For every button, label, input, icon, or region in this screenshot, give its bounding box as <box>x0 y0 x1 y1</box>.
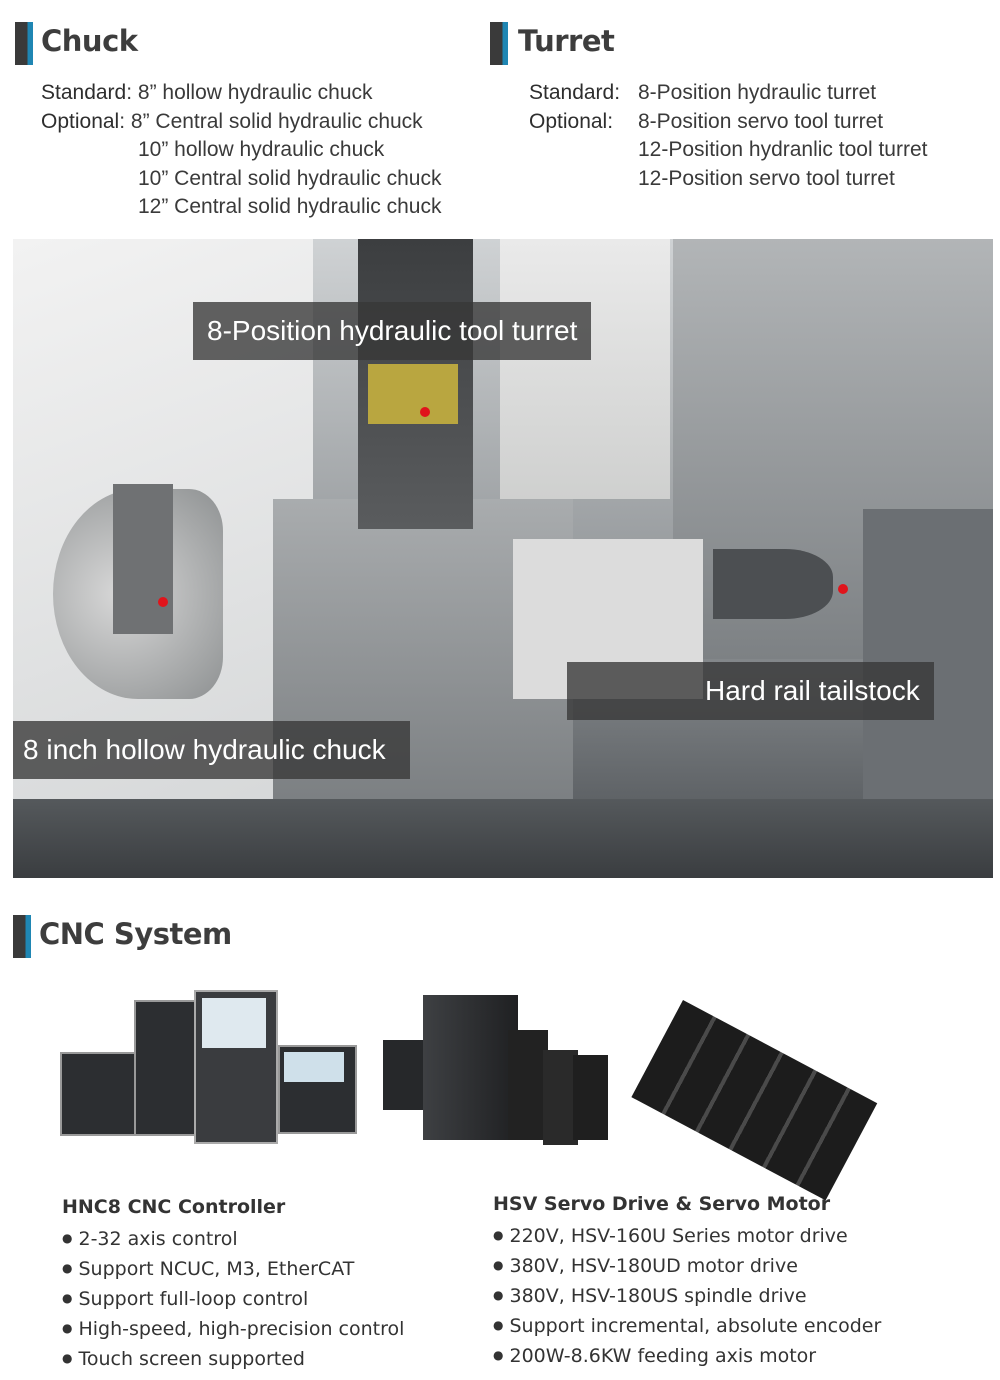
chuck-optional: 10” Central solid hydraulic chuck <box>138 166 442 190</box>
tailstock-caption: Hard rail tailstock <box>567 662 934 720</box>
turret-optional: 12-Position servo tool turret <box>638 166 895 190</box>
chuck-caption: 8 inch hollow hydraulic chuck <box>13 721 410 779</box>
chuck-title: Chuck <box>41 24 138 58</box>
controller-title: HNC8 CNC Controller <box>62 1196 286 1218</box>
machine-interior-photo: 8-Position hydraulic tool turret Hard ra… <box>13 239 993 878</box>
heading-bar-icon <box>490 22 508 65</box>
list-item: 2-32 axis control <box>62 1224 404 1254</box>
turret-caption: 8-Position hydraulic tool turret <box>193 302 592 360</box>
chuck-standard: 8” hollow hydraulic chuck <box>137 81 373 104</box>
heading-bar-icon <box>13 915 31 958</box>
chuck-optional: 12” Central solid hydraulic chuck <box>138 195 442 218</box>
servo-title: HSV Servo Drive & Servo Motor <box>493 1193 831 1215</box>
turret-standard: 8-Position hydraulic turret <box>638 81 877 104</box>
list-item: Support incremental, absolute encoder <box>493 1311 881 1341</box>
list-item: 220V, HSV-160U Series motor drive <box>493 1221 881 1251</box>
turret-optional: 8-Position servo tool turret <box>638 109 884 133</box>
servo-motors-image <box>631 980 913 1201</box>
chuck-pointer-icon <box>158 597 168 607</box>
optional-label: Optional: <box>529 109 614 133</box>
optional-label: Optional <box>41 109 120 133</box>
cnc-system-title: CNC System <box>39 917 232 951</box>
tailstock-pointer-icon <box>838 584 848 594</box>
list-item: 200W-8.6KW feeding axis motor <box>493 1341 881 1371</box>
servo-drives-image <box>383 995 608 1145</box>
cnc-controllers-image <box>60 990 357 1144</box>
standard-label: Standard <box>41 81 127 104</box>
turret-optional: 12-Position hydranlic tool turret <box>638 138 928 161</box>
chuck-optional: 8” Central solid hydraulic chuck <box>130 109 423 133</box>
list-item: 380V, HSV-180UD motor drive <box>493 1251 881 1281</box>
list-item: Support NCUC, M3, EtherCAT <box>62 1254 404 1284</box>
turret-title: Turret <box>518 24 615 58</box>
chuck-specs: Standard: 8” hollow hydraulic chuck Opti… <box>41 79 441 222</box>
servo-spec-list: HSV Servo Drive & Servo Motor 220V, HSV-… <box>493 1193 881 1371</box>
heading-bar-icon <box>15 22 33 65</box>
list-item: Support full-loop control <box>62 1284 404 1314</box>
list-item: Touch screen supported <box>62 1344 404 1374</box>
turret-specs: Standard: 8-Position hydraulic turret Opt… <box>529 79 927 193</box>
standard-label: Standard: <box>529 81 621 104</box>
chuck-optional: 10” hollow hydraulic chuck <box>138 138 385 161</box>
controller-spec-list: HNC8 CNC Controller 2-32 axis control Su… <box>62 1196 404 1374</box>
list-item: High-speed, high-precision control <box>62 1314 404 1344</box>
turret-pointer-icon <box>420 407 430 417</box>
list-item: 380V, HSV-180US spindle drive <box>493 1281 881 1311</box>
